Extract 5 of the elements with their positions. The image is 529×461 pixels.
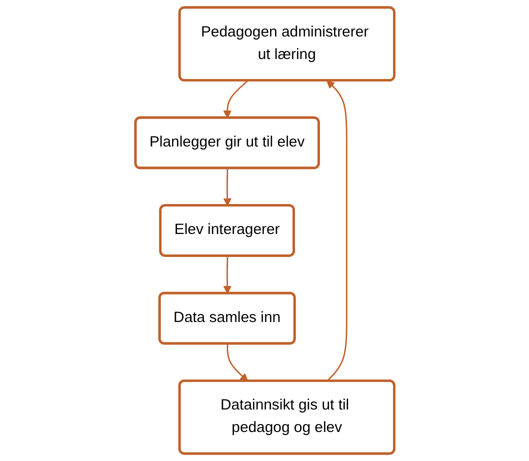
arrow	[226, 344, 248, 382]
arrow	[326, 80, 348, 382]
arrow	[222, 80, 248, 118]
arrow	[222, 168, 232, 206]
arrow	[222, 256, 232, 294]
